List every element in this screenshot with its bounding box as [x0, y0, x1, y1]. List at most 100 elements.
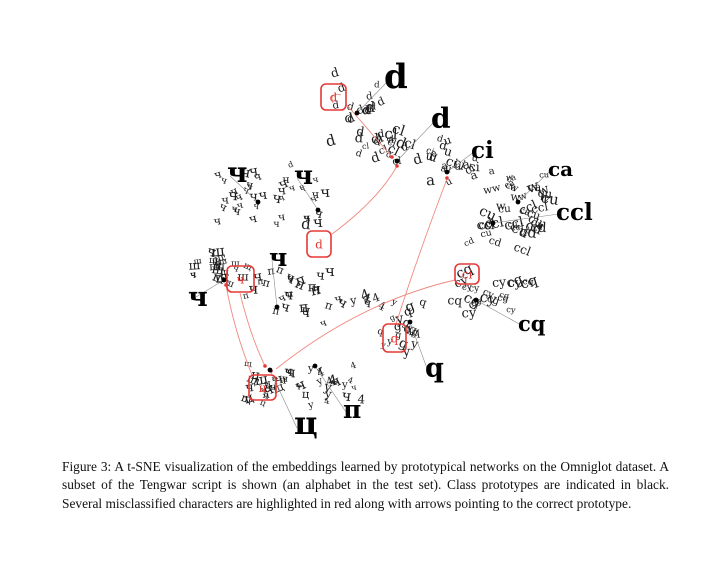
- scatter-glyph: ч: [284, 287, 294, 303]
- scatter-glyph: d: [387, 135, 395, 146]
- scatter-glyph: cu: [539, 169, 550, 179]
- misclassification-arrow: [331, 93, 342, 104]
- scatter-glyph: ч: [279, 299, 291, 316]
- scatter-glyph: ч: [287, 182, 296, 194]
- scatter-glyph: ч: [325, 262, 335, 280]
- prototype-hairline: [190, 279, 225, 301]
- scatter-glyph: q: [402, 304, 413, 320]
- scatter-glyph: cg: [497, 292, 510, 305]
- misclassified-glyph: d: [315, 238, 323, 252]
- tsne-figure: ddddddddddddddddddddddclcldddcldddcldclc…: [188, 57, 593, 442]
- scatter-glyph: ч: [309, 193, 319, 206]
- scatter-glyph: ч: [231, 264, 240, 275]
- scatter-glyph: ч: [300, 302, 311, 319]
- scatter-glyph: щ: [210, 242, 226, 260]
- scatter-glyph: cg: [461, 290, 483, 312]
- scatter-glyph: q: [402, 320, 413, 336]
- scatter-glyph: cy: [508, 275, 523, 290]
- scatter-glyph: ш: [209, 255, 219, 266]
- prototype-dot: [394, 158, 400, 164]
- scatter-glyph: g: [395, 330, 402, 342]
- scatter-glyph: щ: [212, 257, 222, 267]
- scatter-glyph: ч: [252, 268, 264, 285]
- scatter-glyph: y: [389, 297, 399, 309]
- scatter-glyph: w: [496, 199, 506, 212]
- arrowhead-dot: [395, 164, 399, 168]
- scatter-glyph: ч: [248, 163, 260, 180]
- scatter-glyph: cu: [526, 211, 545, 230]
- prototype-glyph: d: [384, 57, 408, 97]
- scatter-glyph: 4: [315, 365, 326, 380]
- scatter-glyph: ч: [258, 188, 269, 204]
- scatter-glyph: щ: [239, 391, 253, 407]
- scatter-glyph: щ: [244, 358, 253, 369]
- prototype-dot: [473, 297, 479, 303]
- scatter-glyph: ч: [302, 213, 309, 224]
- scatter-glyph: ч: [281, 373, 289, 385]
- scatter-glyph: u: [442, 132, 453, 148]
- scatter-glyph: y: [386, 336, 394, 348]
- prototype-hairline: [446, 151, 475, 173]
- scatter-glyph: q: [376, 326, 385, 338]
- prototype-hairline: [475, 299, 522, 326]
- scatter-glyph: cd: [476, 214, 495, 233]
- scatter-glyph: d: [354, 131, 363, 146]
- scatter-glyph: d: [370, 102, 376, 113]
- scatter-glyph: cq: [447, 293, 463, 308]
- scatter-glyph: g: [388, 313, 396, 323]
- scatter-glyph: u: [425, 149, 435, 164]
- scatter-glyph: ч: [217, 200, 229, 215]
- scatter-glyph: ca: [518, 205, 532, 219]
- scatter-glyph: d: [355, 124, 365, 139]
- scatter-glyph: d: [365, 91, 374, 103]
- scatter-glyph: cy: [468, 283, 480, 295]
- figure-caption-text: Figure 3: A t-SNE visualization of the e…: [62, 459, 669, 511]
- scatter-glyph: ccl: [530, 199, 550, 216]
- scatter-glyph: g: [393, 319, 402, 334]
- scatter-glyph: п: [267, 264, 276, 278]
- prototype-glyph: ц: [294, 404, 318, 442]
- scatter-glyph: w: [508, 181, 520, 195]
- scatter-glyph: cy: [461, 306, 477, 322]
- misclassified-glyph: ci: [462, 268, 473, 282]
- misclassified-glyph: ч: [237, 273, 245, 287]
- scatter-glyph: d: [361, 103, 370, 118]
- scatter-glyph: ч: [249, 189, 258, 204]
- scatter-glyph: cy: [491, 274, 507, 290]
- scatter-glyph: d: [435, 133, 444, 145]
- scatter-glyph: ч: [277, 182, 287, 198]
- scatter-glyph: cq: [518, 272, 539, 292]
- scatter-glyph: ccl: [477, 217, 495, 232]
- scatter-glyph: ш: [193, 256, 202, 267]
- scatter-glyph: ч: [228, 186, 238, 204]
- misclassification-arrow: [275, 279, 456, 370]
- prototype-dot: [221, 277, 227, 283]
- scatter-glyph: d: [366, 98, 376, 116]
- misclassified-glyph: q: [391, 332, 399, 346]
- scatter-glyph: cy: [506, 304, 517, 315]
- scatter-glyph: п: [261, 276, 272, 290]
- scatter-glyph: ч: [261, 386, 267, 396]
- scatter-glyph: щ: [220, 268, 229, 278]
- prototype-hairline: [271, 259, 278, 308]
- scatter-glyph: ч: [320, 184, 331, 202]
- misclassified-glyph: d: [330, 91, 338, 105]
- scatter-glyph: ш: [188, 257, 201, 273]
- prototype-glyph: ч: [294, 161, 313, 191]
- misclassified-glyph: ц: [259, 381, 267, 395]
- scatter-glyph: cl: [377, 143, 390, 158]
- misclassification-arrow: [331, 165, 398, 235]
- scatter-glyph: cd: [523, 217, 545, 238]
- scatter-glyph: ci: [468, 159, 479, 174]
- scatter-glyph: п: [271, 305, 280, 318]
- scatter-glyph: cg: [504, 271, 525, 292]
- scatter-glyph: cg: [485, 293, 501, 308]
- scatter-glyph: 4: [327, 372, 340, 390]
- scatter-glyph: щ: [211, 262, 225, 278]
- scatter-glyph: d: [376, 127, 385, 141]
- scatter-glyph: cu: [525, 207, 542, 223]
- prototype-glyph: d: [431, 102, 451, 135]
- scatter-glyph: cd: [487, 234, 503, 249]
- scatter-glyph: ш: [210, 270, 227, 288]
- scatter-glyph: ч: [212, 256, 223, 272]
